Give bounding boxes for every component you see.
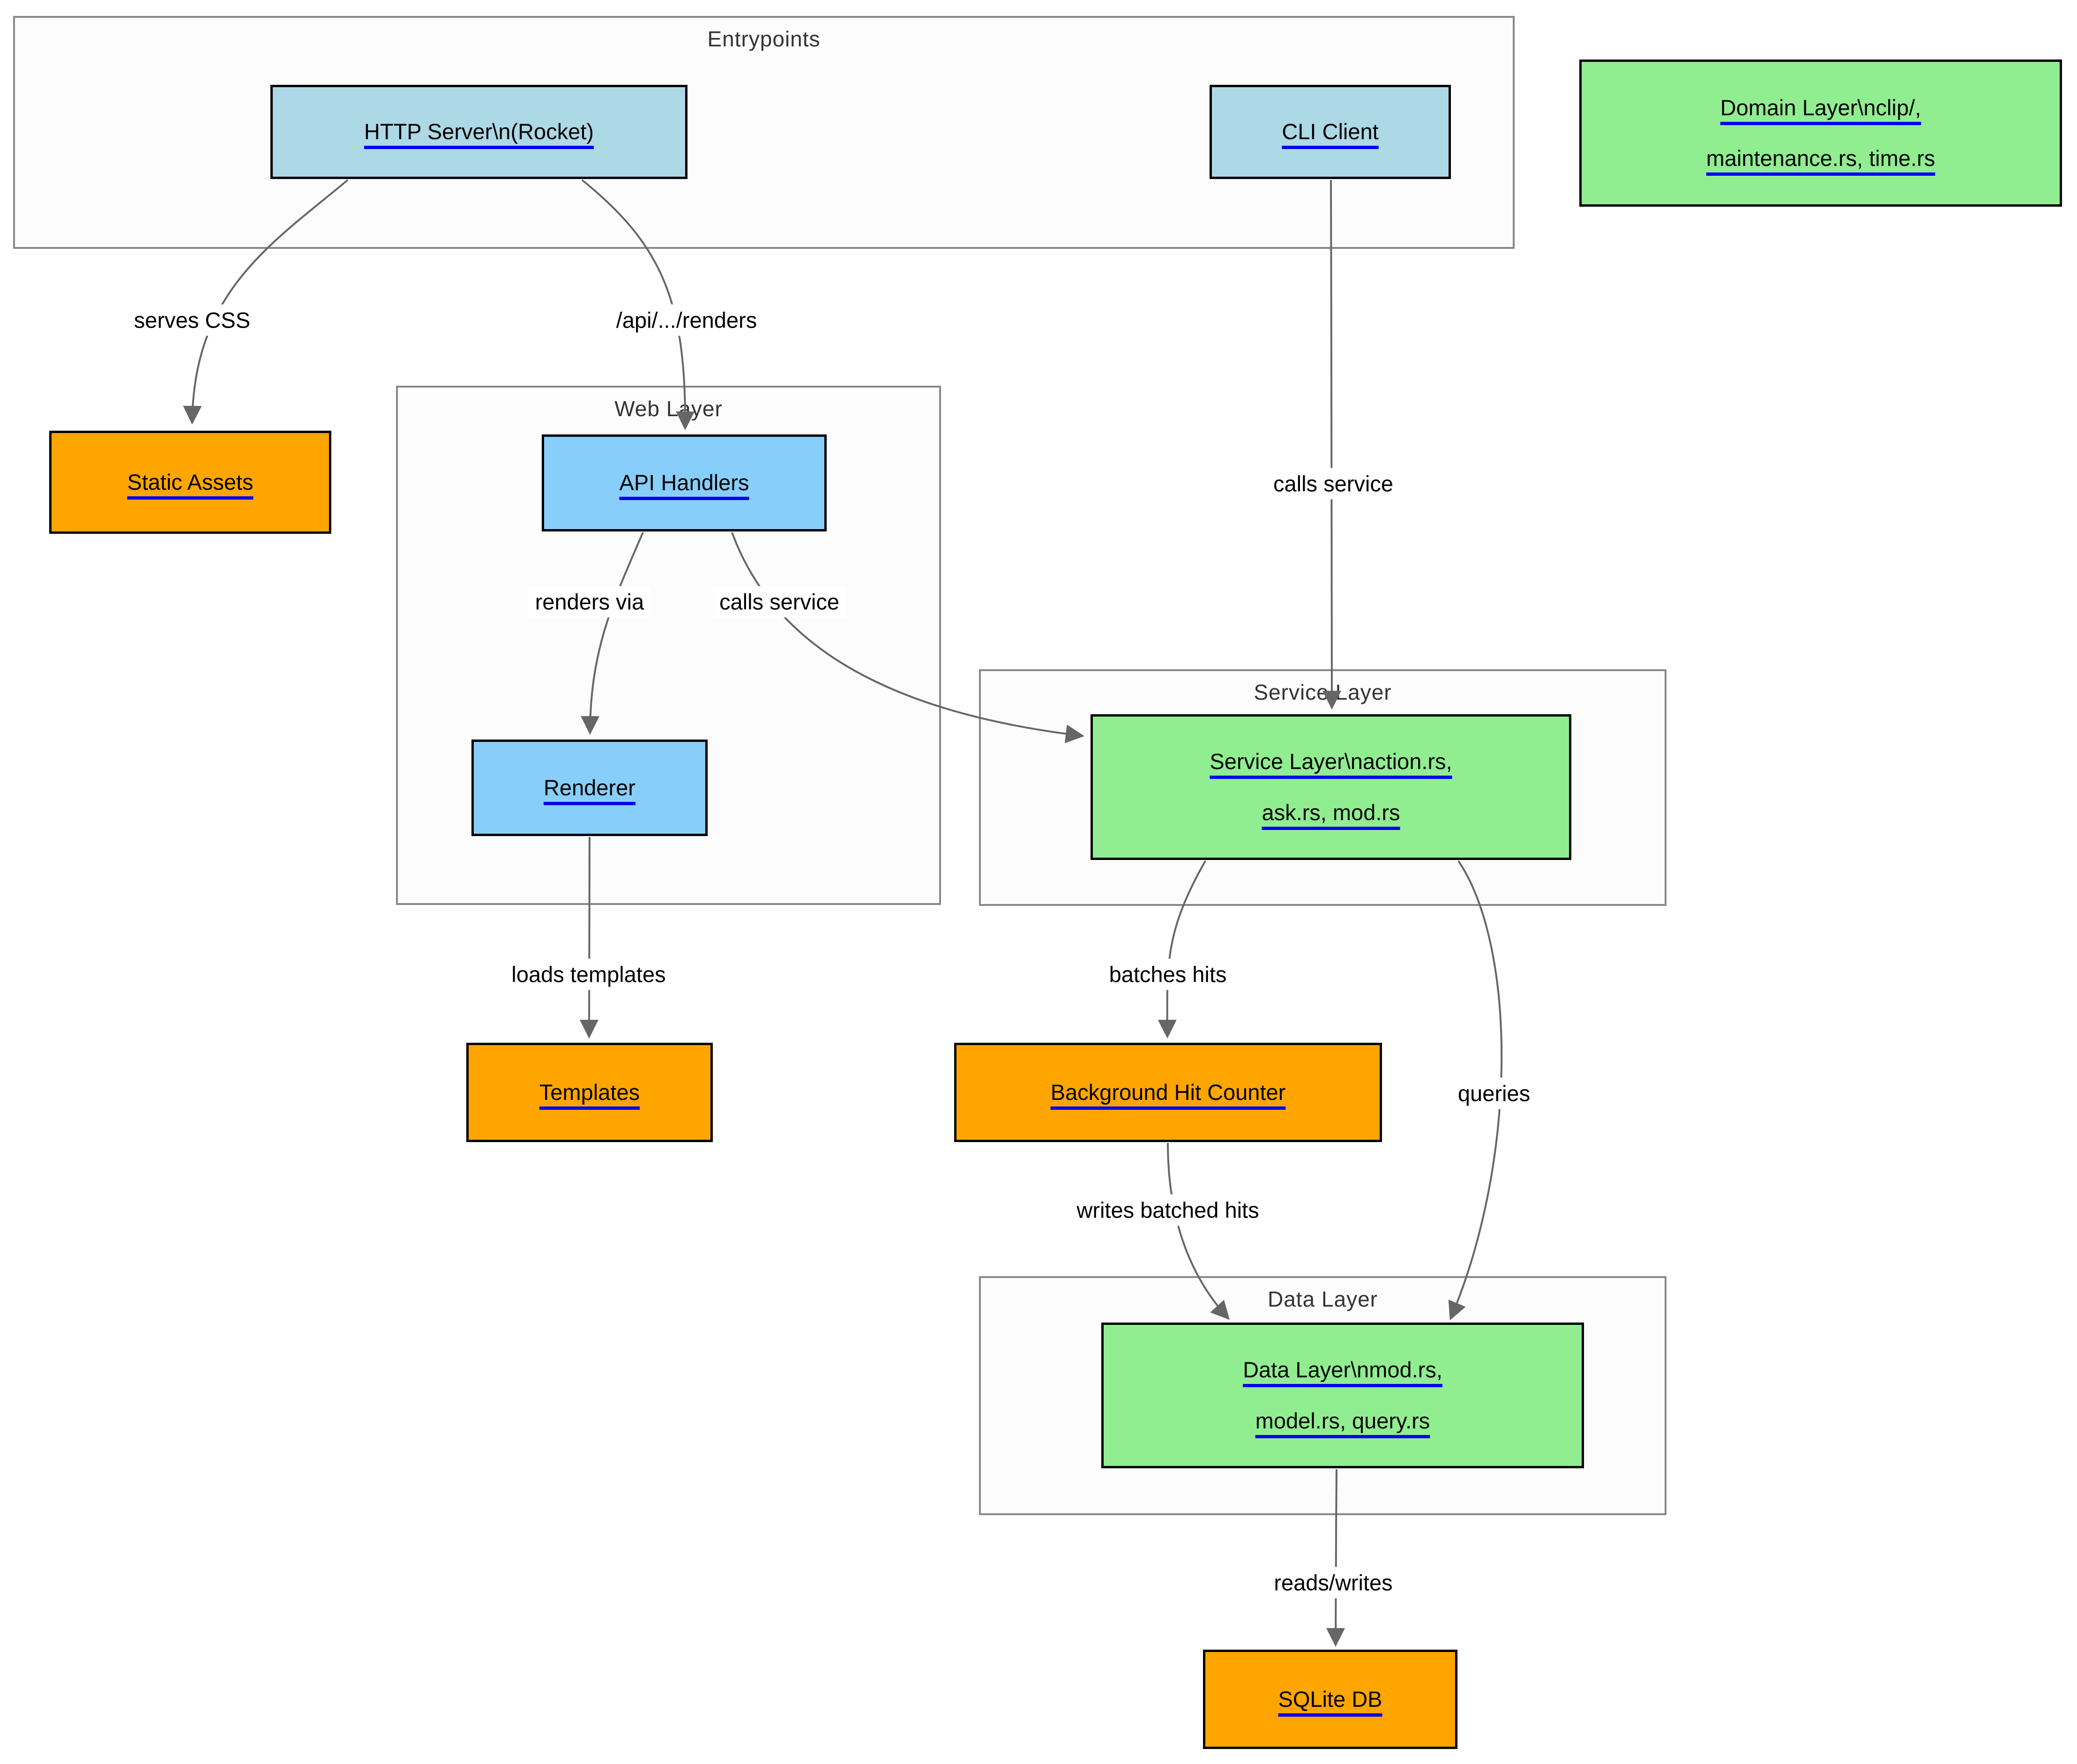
edge-batches-hits <box>1158 860 1206 1039</box>
node-templates-label: Templates <box>539 1079 640 1105</box>
edge-label-serves-css: serves CSS <box>127 304 257 336</box>
node-sqlite-db[interactable]: SQLite DB <box>1203 1650 1457 1749</box>
cluster-title-entrypoints: Entrypoints <box>707 27 821 51</box>
node-renderer-label: Renderer <box>544 775 635 800</box>
edge-renders-via <box>581 532 644 735</box>
cluster-title-web-layer: Web Layer <box>614 396 723 421</box>
edge-label-queries: queries <box>1451 1077 1537 1109</box>
edge-label-writes-batched-hits: writes batched hits <box>1070 1194 1266 1226</box>
node-api-handlers-label: API Handlers <box>619 470 749 495</box>
node-http-server-label: HTTP Server\n(Rocket) <box>364 119 594 144</box>
node-data-layer-files-line2: model.rs, query.rs <box>1255 1408 1430 1433</box>
cluster-title-data-layer: Data Layer <box>1267 1287 1378 1311</box>
edge-label-cli-calls-service: calls service <box>1267 468 1400 500</box>
node-templates[interactable]: Templates <box>466 1043 713 1142</box>
node-cli-client[interactable]: CLI Client <box>1210 85 1451 179</box>
node-renderer[interactable]: Renderer <box>471 740 708 836</box>
edge-label-api-renders: /api/.../renders <box>609 304 764 336</box>
node-sqlite-db-label: SQLite DB <box>1278 1686 1382 1712</box>
edge-queries <box>1448 860 1503 1321</box>
edge-writes-batched-hits <box>1167 1143 1230 1320</box>
edge-cli-calls-service <box>1322 179 1341 710</box>
cluster-title-service-layer: Service Layer <box>1254 680 1392 704</box>
edge-api-calls-service <box>731 532 1084 743</box>
edge-api-renders <box>581 179 695 430</box>
edge-label-loads-templates: loads templates <box>505 958 672 990</box>
node-cli-client-label: CLI Client <box>1282 119 1379 144</box>
edge-label-api-calls-service: calls service <box>713 586 846 618</box>
edge-reads-writes <box>1326 1469 1345 1647</box>
node-data-layer-files-line1: Data Layer\nmod.rs, <box>1243 1357 1442 1383</box>
node-http-server[interactable]: HTTP Server\n(Rocket) <box>270 85 687 179</box>
node-service-layer-files[interactable]: Service Layer\naction.rs, ask.rs, mod.rs <box>1091 714 1571 860</box>
node-domain-layer-line1: Domain Layer\nclip/, <box>1720 95 1921 120</box>
edge-label-batches-hits: batches hits <box>1102 958 1233 990</box>
node-service-layer-files-line1: Service Layer\naction.rs, <box>1210 749 1452 774</box>
node-background-hit-counter-label: Background Hit Counter <box>1050 1079 1286 1105</box>
node-service-layer-files-line2: ask.rs, mod.rs <box>1262 800 1400 825</box>
node-static-assets-label: Static Assets <box>127 469 254 494</box>
node-domain-layer-line2: maintenance.rs, time.rs <box>1706 146 1935 171</box>
edge-label-renders-via: renders via <box>528 586 651 618</box>
edge-loads-templates <box>580 837 599 1039</box>
edge-label-reads-writes: reads/writes <box>1267 1567 1399 1599</box>
node-background-hit-counter[interactable]: Background Hit Counter <box>954 1043 1382 1142</box>
edge-serves-css <box>183 179 349 425</box>
node-data-layer-files[interactable]: Data Layer\nmod.rs, model.rs, query.rs <box>1101 1323 1584 1468</box>
node-api-handlers[interactable]: API Handlers <box>542 434 827 531</box>
node-domain-layer[interactable]: Domain Layer\nclip/, maintenance.rs, tim… <box>1579 60 2062 207</box>
node-static-assets[interactable]: Static Assets <box>49 431 331 534</box>
